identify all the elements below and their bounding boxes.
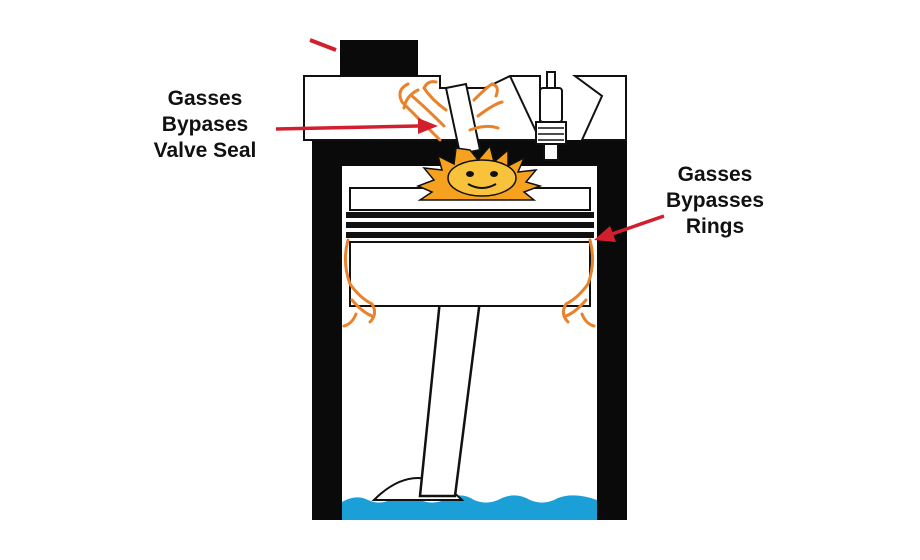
rings-arrow bbox=[594, 214, 665, 242]
cylinder-head-right bbox=[571, 75, 627, 141]
cylinder-wall-left bbox=[312, 148, 342, 520]
piston-ring-2 bbox=[346, 222, 594, 228]
label-rings-line-2: Bypasses bbox=[665, 189, 765, 212]
cam-block bbox=[340, 40, 418, 76]
label-gasses-bypass-valve-seal: Gasses Bypases Valve Seal bbox=[130, 86, 280, 164]
combustion-burst-icon bbox=[415, 144, 543, 201]
label-valve-line-3: Valve Seal bbox=[153, 139, 257, 162]
oil-sump bbox=[342, 495, 597, 520]
piston-ring-3 bbox=[346, 232, 594, 238]
spark-plug-icon bbox=[535, 71, 567, 161]
valve-seal-arrow bbox=[275, 118, 438, 134]
cylinder-wall-right bbox=[597, 148, 627, 520]
label-gasses-bypass-rings: Gasses Bypasses Rings bbox=[640, 162, 790, 240]
label-valve-line-1: Gasses bbox=[167, 87, 243, 110]
label-rings-line-1: Gasses bbox=[677, 163, 753, 186]
piston-ring-1 bbox=[346, 212, 594, 218]
label-valve-line-2: Bypases bbox=[161, 113, 249, 136]
label-rings-line-3: Rings bbox=[685, 215, 745, 238]
valve-stem bbox=[444, 82, 482, 156]
connecting-rod bbox=[418, 298, 482, 498]
ring-gas-leak bbox=[342, 238, 596, 328]
cam-arrow bbox=[309, 38, 337, 52]
piston-skirt bbox=[349, 241, 591, 307]
